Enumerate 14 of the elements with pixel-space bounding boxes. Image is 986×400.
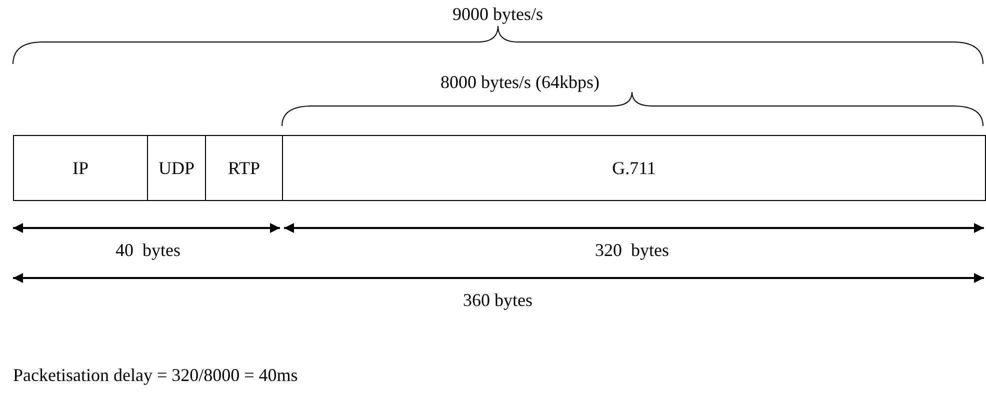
rate-label: 8000 bytes/s (64kbps) <box>440 72 600 92</box>
packet-field <box>13 135 148 201</box>
packet-field <box>147 135 206 201</box>
rate-label: 9000 bytes/s <box>452 4 544 24</box>
field-label: UDP <box>158 158 194 178</box>
packet-field <box>205 135 283 201</box>
field-label: RTP <box>228 158 260 178</box>
field-label: G.711 <box>612 158 656 178</box>
dimension-label: 40 bytes <box>116 240 180 260</box>
field-label: IP <box>72 158 88 178</box>
formula-note: Packetisation delay = 320/8000 = 40ms <box>13 365 298 385</box>
dimension-label: 360 bytes <box>463 290 532 310</box>
dimension-label: 320 bytes <box>595 240 669 260</box>
packet-field <box>282 135 986 201</box>
